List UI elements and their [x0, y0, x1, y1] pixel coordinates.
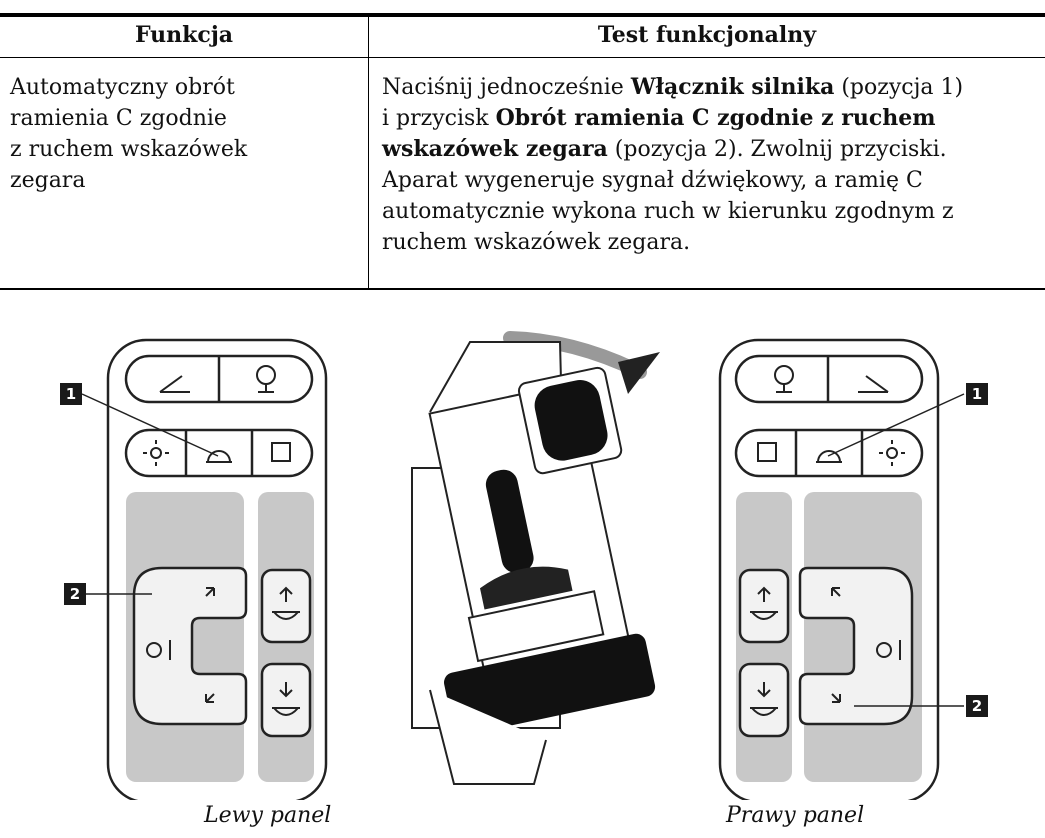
left-panel-icons — [143, 365, 300, 716]
left-control-panel — [106, 338, 328, 800]
callout-1-right: 1 — [966, 383, 988, 405]
right-control-panel — [718, 338, 940, 800]
function-line: zegara — [10, 168, 86, 193]
function-line: ramienia C zgodnie — [10, 106, 227, 131]
test-cell: Naciśnij jednocześnie Włącznik silnika (… — [382, 72, 1037, 258]
table-column-divider — [368, 17, 369, 289]
rotate-cw-term-cont: wskazówek zegara — [382, 136, 608, 162]
callout-2-left: 2 — [64, 583, 86, 605]
table-bottom-rule — [0, 288, 1045, 290]
function-cell: Automatyczny obrót ramienia C zgodnie z … — [10, 72, 355, 196]
table-header-rule — [0, 57, 1045, 58]
test-line-2: i przycisk Obrót ramienia C zgodnie z ru… — [382, 105, 936, 131]
table-top-rule — [0, 13, 1045, 17]
left-panel-caption: Lewy panel — [204, 803, 332, 828]
right-panel-caption: Prawy panel — [726, 803, 865, 828]
test-line-6: ruchem wskazówek zegara. — [382, 230, 691, 255]
test-line-1: Naciśnij jednocześnie Włącznik silnika (… — [382, 74, 964, 100]
callout-1-left: 1 — [60, 383, 82, 405]
control-panels-figure — [81, 331, 965, 800]
table-header-function: Funkcja — [134, 22, 234, 48]
right-callout-leaders — [827, 393, 965, 707]
test-line-4: Aparat wygeneruje sygnał dźwiękowy, a ra… — [382, 168, 923, 193]
callout-2-right: 2 — [966, 695, 988, 717]
test-line-3: wskazówek zegara (pozycja 2). Zwolnij pr… — [382, 136, 947, 162]
rotate-cw-term: Obrót ramienia C zgodnie z ruchem — [495, 105, 936, 131]
motor-switch-term: Włącznik silnika — [630, 74, 835, 100]
left-callout-leaders — [81, 393, 219, 595]
test-line-5: automatycznie wykona ruch w kierunku zgo… — [382, 199, 954, 224]
function-line: z ruchem wskazówek — [10, 137, 248, 162]
function-line: Automatyczny obrót — [10, 75, 235, 100]
right-panel-icons — [750, 365, 905, 716]
table-header-test: Test funkcjonalny — [597, 22, 817, 48]
gantry-illustration — [411, 331, 660, 785]
